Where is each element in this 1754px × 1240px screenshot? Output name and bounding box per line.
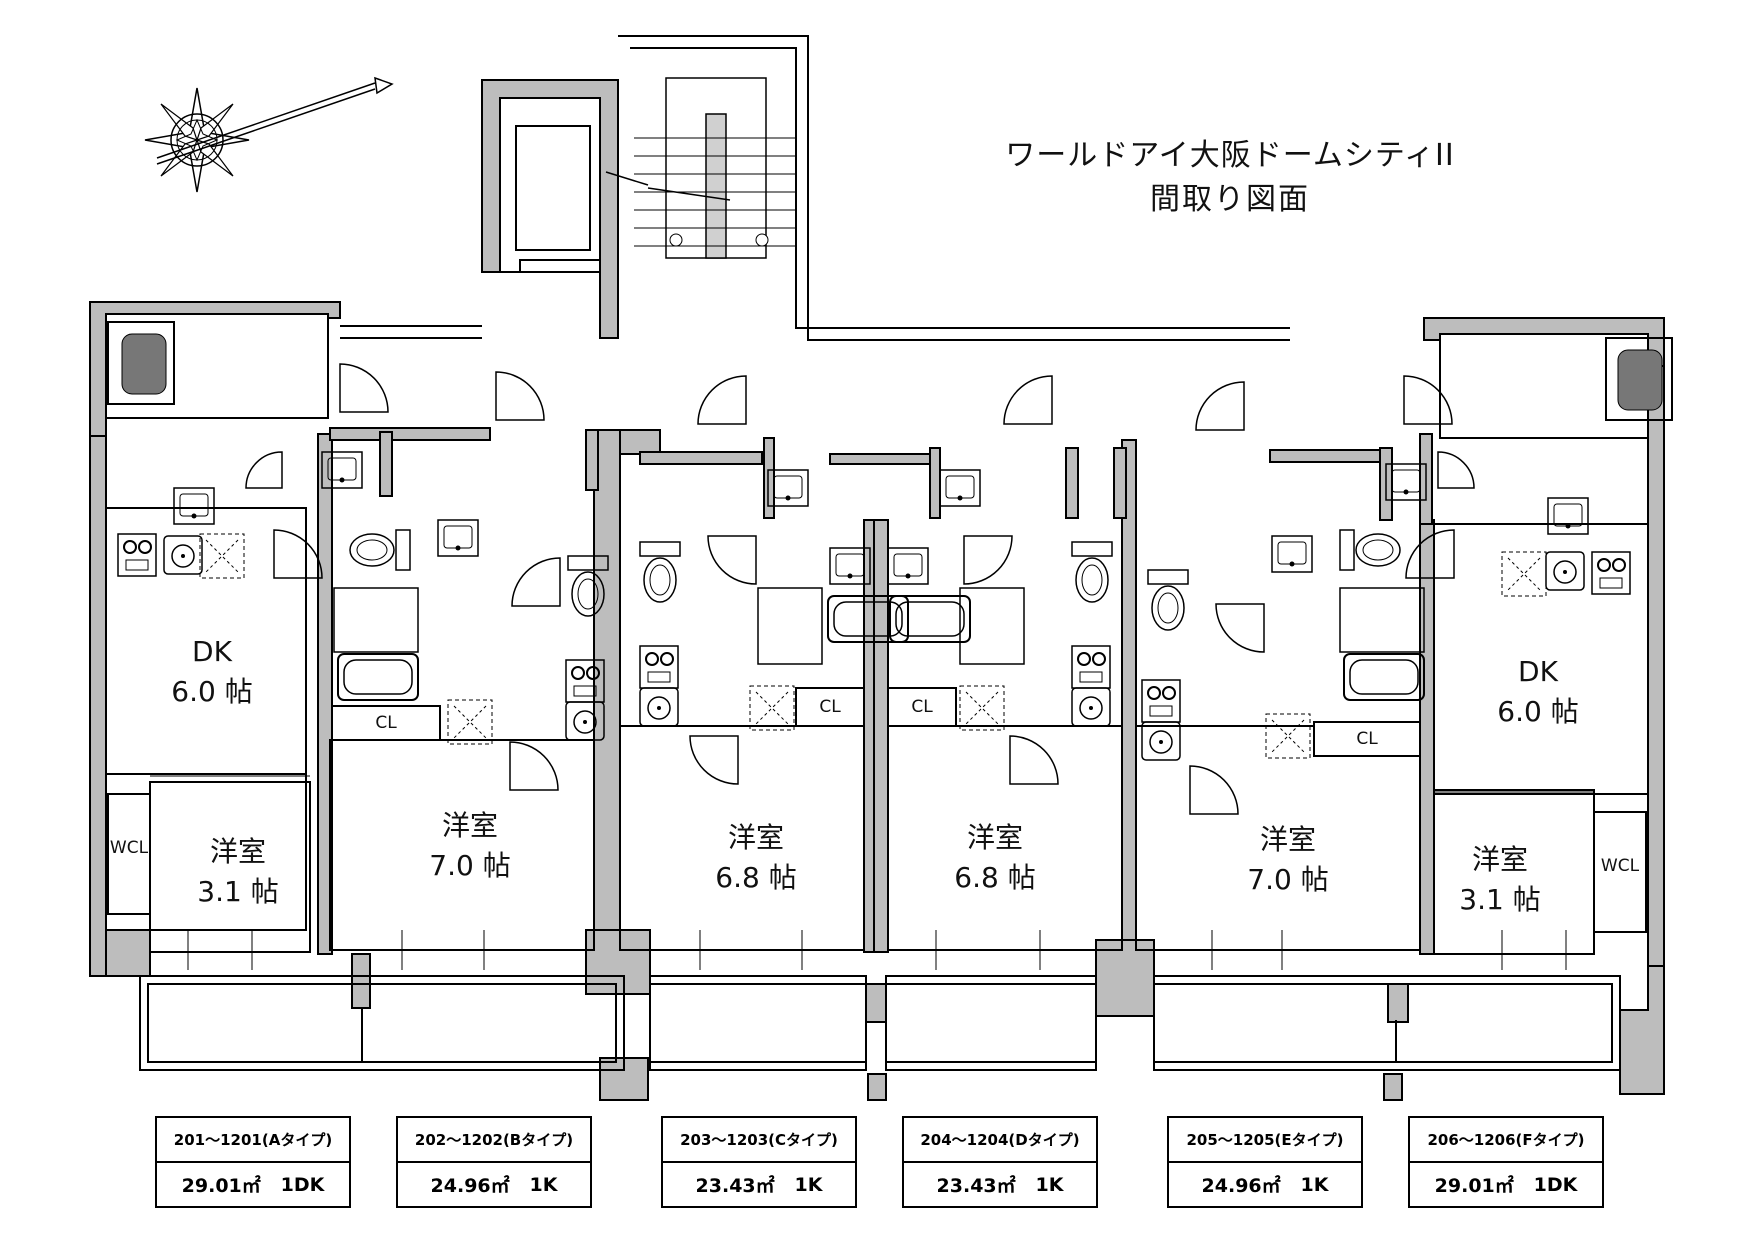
unit-area: 29.01㎡ bbox=[1434, 1175, 1514, 1197]
room-b-western: 洋室 7.0 帖 bbox=[429, 806, 510, 886]
wcl-label-f: WCL bbox=[1600, 856, 1640, 876]
unit-range: 206～1206(Fタイプ) bbox=[1410, 1118, 1602, 1163]
unit-type-f: 206～1206(Fタイプ) 29.01㎡ 1DK bbox=[1408, 1116, 1604, 1208]
wcl-label-a: WCL bbox=[109, 838, 149, 858]
unit-layout: 1K bbox=[1035, 1173, 1064, 1196]
unit-range: 201～1201(Aタイプ) bbox=[157, 1118, 349, 1163]
room-size: 6.0 帖 bbox=[171, 675, 253, 708]
room-size: 7.0 帖 bbox=[429, 849, 511, 882]
compass-rose-icon bbox=[144, 76, 394, 193]
building-name: ワールドアイ大阪ドームシティII bbox=[1005, 138, 1455, 173]
room-name: 洋室 bbox=[441, 809, 498, 842]
unit-area: 23.43㎡ bbox=[695, 1175, 775, 1197]
closet-label-e: CL bbox=[1356, 729, 1378, 749]
room-f-western: 洋室 3.1 帖 bbox=[1459, 840, 1540, 920]
room-name: 洋室 bbox=[209, 835, 266, 868]
unit-type-e: 205～1205(Eタイプ) 24.96㎡ 1K bbox=[1167, 1116, 1363, 1208]
closet-label-d: CL bbox=[911, 697, 933, 717]
unit-type-d: 204～1204(Dタイプ) 23.43㎡ 1K bbox=[902, 1116, 1098, 1208]
unit-layout: 1K bbox=[1300, 1173, 1329, 1196]
elevator-icon bbox=[481, 79, 649, 339]
unit-layout: 1DK bbox=[280, 1173, 325, 1196]
door-swings bbox=[245, 363, 1475, 815]
room-size: 6.8 帖 bbox=[715, 861, 797, 894]
unit-range: 202～1202(Bタイプ) bbox=[398, 1118, 590, 1163]
unit-type-a: 201～1201(Aタイプ) 29.01㎡ 1DK bbox=[155, 1116, 351, 1208]
unit-area: 23.43㎡ bbox=[936, 1175, 1016, 1197]
room-size: 3.1 帖 bbox=[197, 875, 279, 908]
unit-spec: 29.01㎡ 1DK bbox=[1410, 1163, 1602, 1206]
room-size: 3.1 帖 bbox=[1459, 883, 1541, 916]
unit-spec: 29.01㎡ 1DK bbox=[157, 1163, 349, 1206]
plan-subtitle: 間取り図面 bbox=[1150, 182, 1310, 217]
room-name: 洋室 bbox=[1259, 823, 1316, 856]
room-a-western: 洋室 3.1 帖 bbox=[197, 832, 278, 912]
room-name: 洋室 bbox=[727, 821, 784, 854]
unit-layout: 1K bbox=[529, 1173, 558, 1196]
unit-spec: 24.96㎡ 1K bbox=[398, 1163, 590, 1206]
room-name: 洋室 bbox=[1471, 843, 1528, 876]
room-name: DK bbox=[1518, 655, 1558, 688]
room-a-dk: DK 6.0 帖 bbox=[171, 632, 252, 712]
room-name: 洋室 bbox=[966, 821, 1023, 854]
unit-spec: 23.43㎡ 1K bbox=[663, 1163, 855, 1206]
room-e-western: 洋室 7.0 帖 bbox=[1247, 820, 1328, 900]
room-c-western: 洋室 6.8 帖 bbox=[715, 818, 796, 898]
unit-area: 24.96㎡ bbox=[430, 1175, 510, 1197]
unit-range: 204～1204(Dタイプ) bbox=[904, 1118, 1096, 1163]
unit-layout: 1K bbox=[794, 1173, 823, 1196]
unit-type-b: 202～1202(Bタイプ) 24.96㎡ 1K bbox=[396, 1116, 592, 1208]
room-name: DK bbox=[192, 635, 232, 668]
room-d-western: 洋室 6.8 帖 bbox=[954, 818, 1035, 898]
room-size: 6.8 帖 bbox=[954, 861, 1036, 894]
unit-range: 203～1203(Cタイプ) bbox=[663, 1118, 855, 1163]
closet-label-b: CL bbox=[375, 713, 397, 733]
unit-type-c: 203～1203(Cタイプ) 23.43㎡ 1K bbox=[661, 1116, 857, 1208]
unit-layout: 1DK bbox=[1533, 1173, 1578, 1196]
staircase-icon bbox=[618, 35, 1290, 341]
unit-area: 29.01㎡ bbox=[181, 1175, 261, 1197]
room-f-dk: DK 6.0 帖 bbox=[1497, 652, 1578, 732]
room-size: 7.0 帖 bbox=[1247, 863, 1329, 896]
unit-spec: 23.43㎡ 1K bbox=[904, 1163, 1096, 1206]
closet-label-c: CL bbox=[819, 697, 841, 717]
unit-range: 205～1205(Eタイプ) bbox=[1169, 1118, 1361, 1163]
unit-spec: 24.96㎡ 1K bbox=[1169, 1163, 1361, 1206]
room-size: 6.0 帖 bbox=[1497, 695, 1579, 728]
unit-area: 24.96㎡ bbox=[1201, 1175, 1281, 1197]
bathtub-icon bbox=[107, 321, 1673, 701]
window-marks bbox=[150, 775, 1594, 970]
